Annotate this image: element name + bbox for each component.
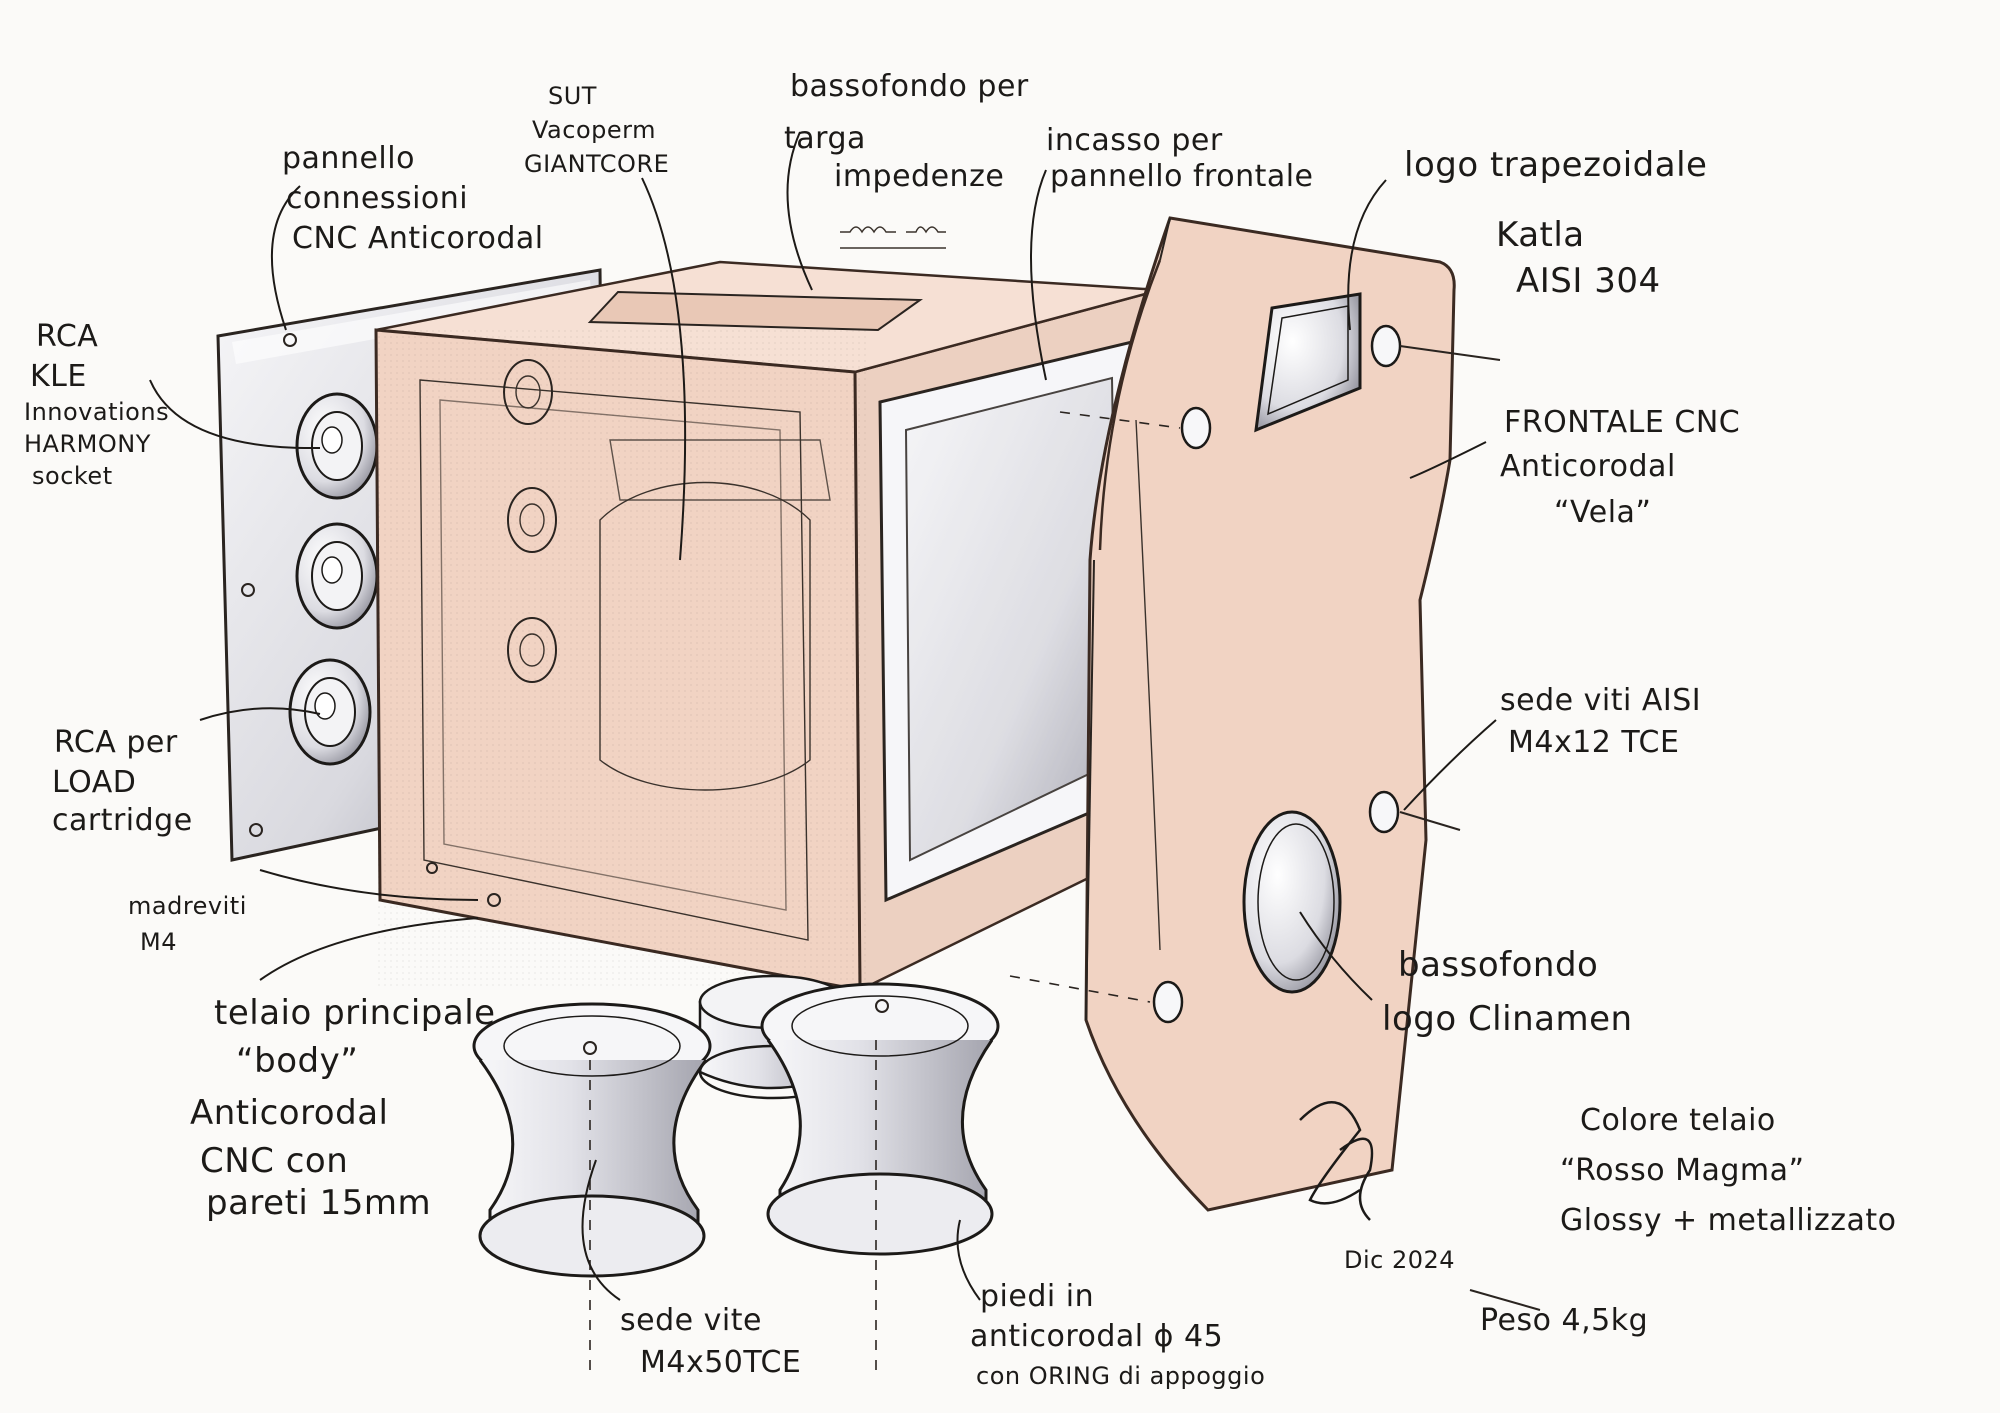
leader-lines <box>149 131 1497 1301</box>
label-line: impedenze <box>834 159 1004 194</box>
label-main-frame: telaio principale “body” Anticorodal CNC… <box>190 993 496 1223</box>
label-threaded-inserts: madreviti M4 <box>128 892 247 956</box>
label-recess-targets: bassofondo per targa impedenze <box>784 69 1029 194</box>
label-line: HARMONY <box>24 430 151 458</box>
front-panel-vela <box>1009 216 1501 1212</box>
rca-socket <box>288 658 372 766</box>
label-logo-recess: bassofondo logo Clinamen <box>1382 945 1633 1039</box>
label-sut: SUT Vacoperm GIANTCORE <box>524 82 669 178</box>
foot <box>472 1002 712 1278</box>
label-line: bassofondo <box>1398 945 1598 985</box>
label-line: Anticorodal <box>1500 449 1676 484</box>
label-line: pannello <box>282 141 415 176</box>
label-line: telaio principale <box>214 993 496 1033</box>
label-line: M4x12 TCE <box>1508 725 1679 760</box>
label-line: LOAD <box>52 765 136 800</box>
label-line: M4x50TCE <box>640 1345 801 1380</box>
foot <box>760 982 1000 1256</box>
label-line: Glossy + metallizzato <box>1560 1203 1897 1238</box>
label-line: logo trapezoidale <box>1404 145 1707 185</box>
label-line: cartridge <box>52 803 193 838</box>
screw-seat <box>1152 324 1402 1024</box>
threaded-insert <box>426 862 501 907</box>
date-label: Dic 2024 <box>1344 1246 1455 1274</box>
label-line: “Rosso Magma” <box>1560 1153 1805 1188</box>
label-feet: piedi in anticorodal ϕ 45 con ORING di a… <box>970 1279 1265 1390</box>
label-front-cnc: FRONTALE CNC Anticorodal “Vela” <box>1500 405 1740 530</box>
face-hole <box>503 359 557 683</box>
label-line: CNC con <box>200 1141 348 1181</box>
label-front-recess: incasso per pannello frontale <box>1046 123 1314 194</box>
label-line: RCA per <box>54 725 178 760</box>
label-line: incasso per <box>1046 123 1223 158</box>
label-line: sede vite <box>620 1303 762 1338</box>
label-line: “body” <box>236 1041 358 1081</box>
label-line: CNC Anticorodal <box>292 221 544 256</box>
label-line: pannello frontale <box>1050 159 1314 194</box>
label-line: KLE <box>30 359 87 394</box>
label-line: M4 <box>140 928 177 956</box>
main-frame-body <box>374 260 1168 992</box>
label-line: GIANTCORE <box>524 150 669 178</box>
weight-label: Peso 4,5kg <box>1480 1303 1648 1338</box>
label-line: “Vela” <box>1554 495 1651 530</box>
label-line: pareti 15mm <box>206 1183 431 1223</box>
label-line: anticorodal ϕ 45 <box>970 1319 1223 1354</box>
label-screw-seats: sede viti AISI M4x12 TCE <box>1500 683 1701 760</box>
label-line: sede viti AISI <box>1500 683 1701 718</box>
logo-recess-circle <box>1242 810 1342 994</box>
label-line: FRONTALE CNC <box>1504 405 1740 440</box>
label-line: con ORING di appoggio <box>976 1362 1265 1390</box>
label-trapezoid-logo: logo trapezoidale Katla AISI 304 <box>1404 145 1707 301</box>
label-line: SUT <box>548 82 597 110</box>
label-line: targa <box>784 121 866 156</box>
label-screw-seat-foot: sede vite M4x50TCE <box>620 1303 801 1380</box>
label-line: AISI 304 <box>1516 261 1661 301</box>
label-line: Anticorodal <box>190 1093 388 1133</box>
label-line: Vacoperm <box>532 116 656 144</box>
trapezoid-logo-plate <box>1254 292 1362 433</box>
rca-socket <box>295 522 379 630</box>
label-line: connessioni <box>286 181 468 216</box>
label-line: Katla <box>1496 215 1585 255</box>
label-line: socket <box>32 462 113 490</box>
label-line: Colore telaio <box>1580 1103 1776 1138</box>
label-line: logo Clinamen <box>1382 999 1633 1039</box>
label-line: bassofondo per <box>790 69 1029 104</box>
label-rca-kle: RCA KLE Innovations HARMONY socket <box>24 319 169 490</box>
label-line: RCA <box>36 319 98 354</box>
impedance-coil-icon <box>840 226 946 249</box>
label-rca-load: RCA per LOAD cartridge <box>52 725 193 838</box>
label-line: madreviti <box>128 892 247 920</box>
rca-socket <box>295 392 379 500</box>
label-connection-panel: pannello connessioni CNC Anticorodal <box>282 141 544 256</box>
designer-signature <box>1299 1101 1541 1311</box>
label-line: Innovations <box>24 398 169 426</box>
label-frame-color: Colore telaio “Rosso Magma” Glossy + met… <box>1560 1103 1897 1238</box>
label-line: piedi in <box>980 1279 1094 1314</box>
